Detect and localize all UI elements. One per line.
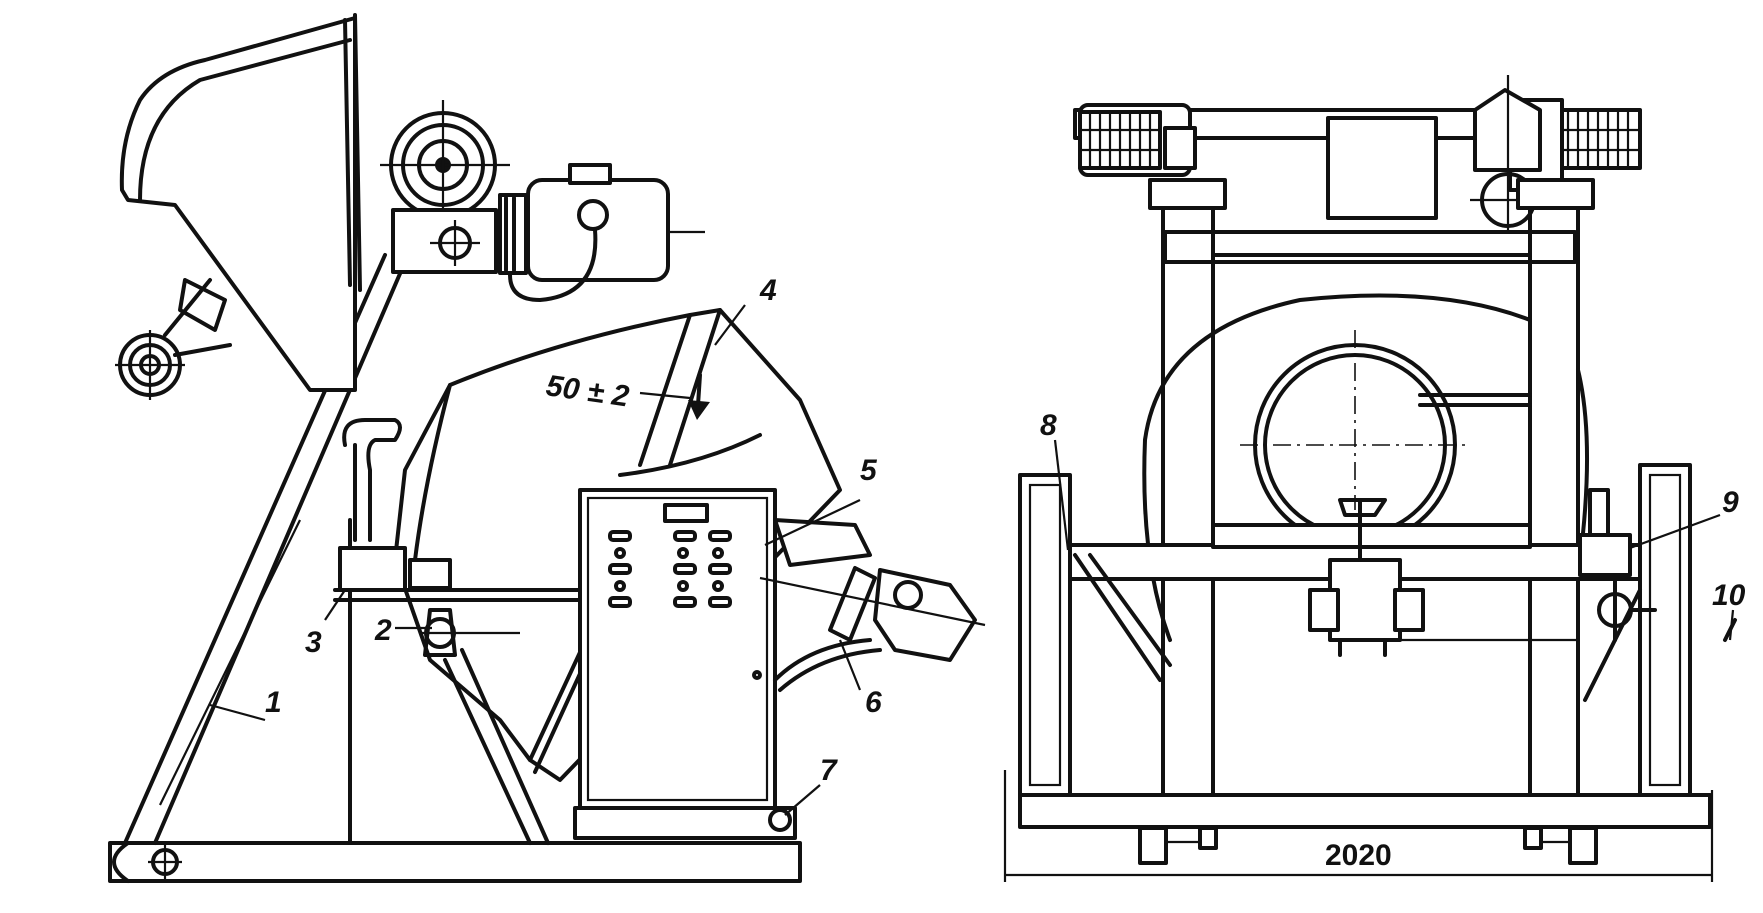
label-9: 9 <box>1722 486 1739 519</box>
label-8: 8 <box>1040 409 1057 442</box>
label-7: 7 <box>820 754 838 787</box>
loading-hopper <box>119 13 362 392</box>
side-view: 50 ± 2 1 2 3 4 5 6 7 <box>108 13 986 883</box>
label-2: 2 <box>374 614 392 647</box>
label-5: 5 <box>860 454 878 487</box>
label-3: 3 <box>305 626 322 659</box>
hopper-pulley <box>115 278 232 400</box>
right-mechanism <box>1578 488 1737 642</box>
left-coil <box>1078 110 1162 170</box>
front-base <box>1018 793 1712 865</box>
right-bearing-block <box>1583 463 1692 797</box>
top-drive <box>380 100 705 302</box>
left-bearing-block <box>1018 473 1172 797</box>
center-gearbox <box>1308 498 1580 657</box>
label-10: 10 <box>1712 579 1746 612</box>
discharge-motor <box>759 518 986 692</box>
width-dimension: 2020 <box>1003 770 1714 882</box>
label-1: 1 <box>265 686 282 719</box>
width-dimension-label: 2020 <box>1325 839 1392 872</box>
down-arrow-icon <box>688 373 710 420</box>
tilt-axle <box>333 418 602 657</box>
leader-lines-side <box>209 304 862 816</box>
front-frame <box>1148 178 1595 802</box>
right-coil <box>1556 108 1642 170</box>
cabinet-buttons <box>608 530 732 608</box>
base-beam <box>108 841 802 883</box>
control-cabinet <box>573 488 797 840</box>
label-6: 6 <box>865 686 882 719</box>
label-4: 4 <box>759 274 777 307</box>
top-shaft <box>1073 75 1642 240</box>
front-view: 2020 8 9 10 <box>1003 75 1746 882</box>
leader-lines-front <box>1053 439 1735 641</box>
